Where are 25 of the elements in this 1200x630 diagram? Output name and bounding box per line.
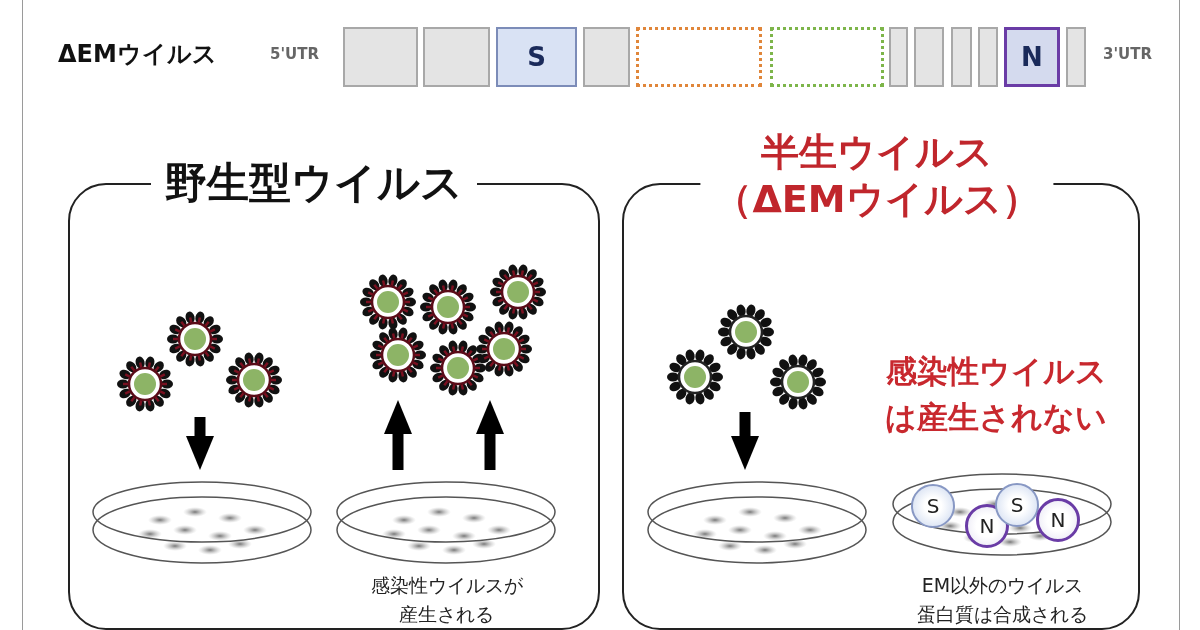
gene-segment — [423, 27, 490, 87]
gene-segment — [914, 27, 944, 87]
node-label: EM以外のウイルス蛋白質は合成される — [916, 573, 1089, 627]
protein-circle: S — [911, 484, 955, 528]
utr-label: 5'UTR — [270, 45, 319, 63]
utr-label: 3'UTR — [1103, 45, 1152, 63]
gene-segment — [583, 27, 630, 87]
gene-label: ΔEMウイルス — [58, 39, 217, 70]
gene-segment: S — [496, 27, 577, 87]
gene-segment: N — [1004, 27, 1060, 87]
note-text: 感染性ウイルスは産生されない — [884, 352, 1108, 437]
node-label: 感染性ウイルスが産生される — [369, 573, 524, 627]
arrow — [476, 400, 504, 470]
gene-segment — [636, 27, 762, 87]
gene-segment — [1066, 27, 1086, 87]
arrow — [731, 412, 759, 470]
arrow — [186, 417, 214, 470]
gene-segment — [343, 27, 418, 87]
protein-circle: N — [1036, 498, 1080, 542]
protein-circle: S — [995, 483, 1039, 527]
arrow — [384, 400, 412, 470]
gene-segment — [978, 27, 998, 87]
gene-segment — [951, 27, 972, 87]
gene-segment — [889, 27, 908, 87]
gene-segment — [770, 27, 884, 87]
